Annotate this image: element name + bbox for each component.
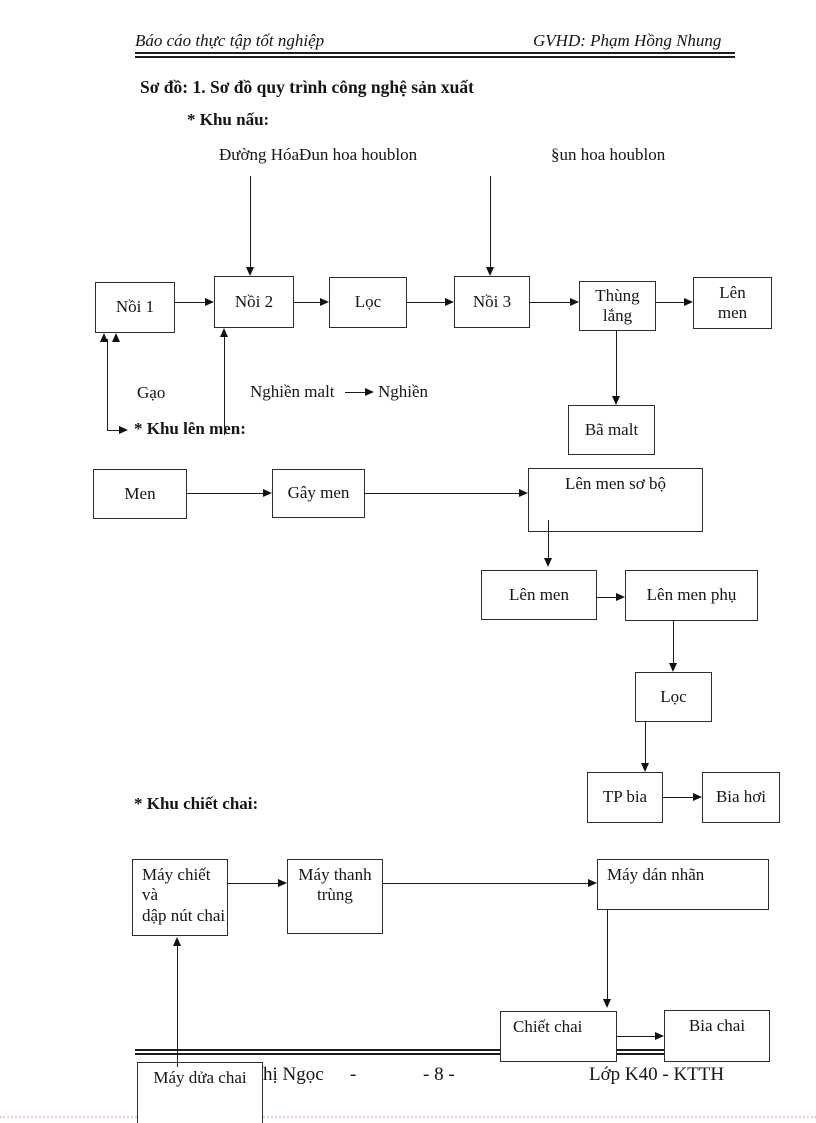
- box-len-men: Lên men: [481, 570, 597, 620]
- header-report-title: Báo cáo thực tập tốt nghiệp: [135, 31, 325, 50]
- arrowhead-noi2-loc1: [320, 298, 329, 306]
- connector-lmsb-lenmen: [548, 520, 549, 558]
- page-bottom-artifact: [0, 1116, 816, 1118]
- header-double-rule: [135, 52, 735, 58]
- box-thung-lang: Thùng lắng: [579, 281, 656, 331]
- box-may-thanh-trung: Máy thanh trùng: [287, 859, 383, 934]
- connector-loc1-noi3: [407, 302, 445, 303]
- label-duong-hoa-dun-hoa-houblon: Đường HóaĐun hoa houblon: [219, 145, 418, 164]
- arrowhead-khulenmen: [119, 426, 128, 434]
- arrowhead-maythanhtrung-maydannhan: [588, 879, 597, 887]
- box-chiet-chai: Chiết chai: [500, 1011, 617, 1062]
- arrowhead-chietchai-biachai: [655, 1032, 664, 1040]
- connector-tpbia-biahoi: [663, 797, 693, 798]
- box-loc-1: Lọc: [329, 277, 407, 328]
- arrowhead-nghienmalt-nghien: [365, 388, 374, 396]
- connector-thunglang-lenmen: [656, 302, 684, 303]
- box-may-dua-chai: Máy dửa chai: [137, 1062, 263, 1123]
- footer-double-rule: [135, 1049, 737, 1055]
- connector-maydannhan-chietchai: [607, 910, 608, 999]
- arrowhead-into-noi3-top: [486, 267, 494, 276]
- connector-nghien-noi2: [224, 337, 225, 435]
- box-bia-chai: Bia chai: [664, 1010, 770, 1062]
- arrowhead-maychiet-maythanhtrung: [278, 879, 287, 887]
- arrowhead-men-gaymen: [263, 489, 272, 497]
- connector-gaymen-lmsb: [365, 493, 519, 494]
- connector-noi2-loc1: [294, 302, 320, 303]
- connector-duonghoa-noi2: [250, 176, 251, 267]
- box-may-chiet: Máy chiết và dập nút chai: [132, 859, 228, 936]
- box-len-men-phu: Lên men phụ: [625, 570, 758, 621]
- header-supervisor: GVHD: Phạm Hồng Nhung: [533, 31, 722, 50]
- footer-author-fragment: hị Ngọc: [263, 1064, 324, 1085]
- connector-loc2-tpbia: [645, 722, 646, 763]
- box-ba-malt: Bã malt: [568, 405, 655, 455]
- footer-class-label: Lớp K40 - KTTH: [589, 1064, 725, 1085]
- connector-maychiet-maythanhtrung: [228, 883, 278, 884]
- box-men: Men: [93, 469, 187, 519]
- box-noi-1: Nồi 1: [95, 282, 175, 333]
- diagram-title: Sơ đồ: 1. Sơ đồ quy trình công nghệ sản …: [140, 77, 474, 97]
- arrowhead-into-noi2-bottom: [220, 328, 228, 337]
- connector-noi3-thunglang: [530, 302, 570, 303]
- connector-sunhoa-noi3: [490, 176, 491, 267]
- arrowhead-noi3-thunglang: [570, 298, 579, 306]
- connector-nghienmalt-nghien: [345, 392, 366, 393]
- box-gay-men: Gây men: [272, 469, 365, 518]
- section-khu-len-men: * Khu lên men:: [134, 419, 246, 438]
- arrowhead-into-maychiet: [173, 937, 181, 946]
- label-gao: Gạo: [137, 383, 166, 402]
- box-loc-2: Lọc: [635, 672, 712, 722]
- connector-chietchai-biachai: [617, 1036, 655, 1037]
- arrowhead-bamalt: [612, 396, 620, 405]
- arrowhead-into-noi1-a: [100, 333, 108, 342]
- section-khu-chiet-chai: * Khu chiết chai:: [134, 794, 259, 813]
- arrowhead-into-noi1-b: [112, 333, 120, 342]
- connector-lenmen-lenmenphu: [597, 597, 616, 598]
- label-nghien: Nghiền: [378, 382, 429, 401]
- footer-page-number: - 8 -: [423, 1064, 455, 1085]
- connector-mayduachai-maychiet: [177, 946, 178, 1067]
- box-noi-2: Nồi 2: [214, 276, 294, 328]
- arrowhead-loc2: [669, 663, 677, 672]
- arrowhead-noi1-noi2: [205, 298, 214, 306]
- connector-maythanhtrung-maydannhan: [383, 883, 588, 884]
- arrowhead-loc1-noi3: [445, 298, 454, 306]
- arrowhead-into-noi2-top: [246, 267, 254, 276]
- box-len-men-so-bo: Lên men sơ bộ: [528, 468, 703, 532]
- arrowhead-chietchai: [603, 999, 611, 1008]
- box-may-dan-nhan: Máy dán nhãn: [597, 859, 769, 910]
- label-sun-hoa-houblon: §un hoa houblon: [551, 145, 666, 164]
- connector-thunglang-bamalt: [616, 331, 617, 396]
- box-tp-bia: TP bia: [587, 772, 663, 823]
- footer-dash: -: [350, 1064, 357, 1085]
- connector-lenmenphu-loc2: [673, 621, 674, 663]
- arrowhead-thunglang-lenmen: [684, 298, 693, 306]
- arrowhead-tpbia: [641, 763, 649, 772]
- connector-elbow-khulenmen: [107, 430, 120, 431]
- label-nghien-malt: Nghiền malt: [250, 382, 335, 401]
- arrowhead-gaymen-lmsb: [519, 489, 528, 497]
- connector-noi1-noi2: [175, 302, 205, 303]
- box-bia-hoi: Bia hơi: [702, 772, 780, 823]
- box-len-men-top: Lên men: [693, 277, 772, 329]
- arrowhead-tpbia-biahoi: [693, 793, 702, 801]
- connector-men-gaymen: [187, 493, 263, 494]
- arrowhead-lmsb-lenmen: [544, 558, 552, 567]
- connector-noi1-down: [107, 339, 108, 431]
- box-noi-3: Nồi 3: [454, 276, 530, 328]
- section-khu-nau: * Khu nấu:: [187, 110, 270, 129]
- arrowhead-lenmen-lenmenphu: [616, 593, 625, 601]
